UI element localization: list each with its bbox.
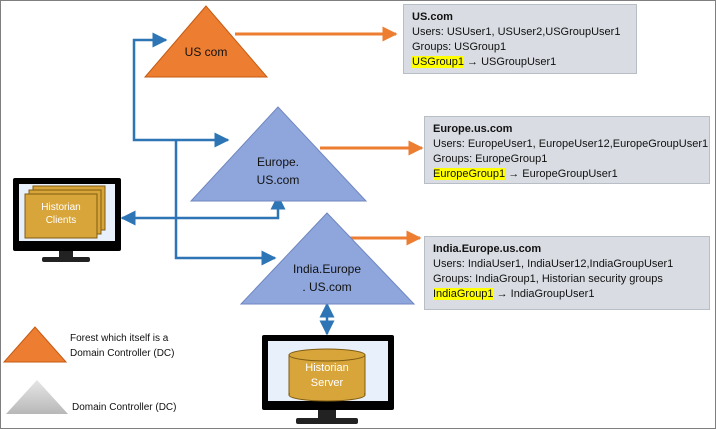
india-dc-node: India.Europe . US.com xyxy=(239,212,416,305)
mapping-arrow-icon: → xyxy=(496,288,508,300)
india-box-mapping: IndiaGroup1 → IndiaGroupUser1 xyxy=(433,287,701,302)
us-box-title: US.com xyxy=(412,11,453,23)
monitor-stand xyxy=(296,418,358,424)
mapping-arrow-icon: → xyxy=(467,56,479,68)
forest-triangle-icon xyxy=(143,5,269,78)
info-connectors xyxy=(235,26,424,246)
legend-forest-line2: Domain Controller (DC) xyxy=(70,348,174,359)
stacked-windows-icon xyxy=(24,193,98,239)
monitor-stand xyxy=(42,257,90,262)
legend-dc-icon xyxy=(6,380,68,414)
legend-forest-icon xyxy=(2,326,68,363)
domain-controller-triangle-icon xyxy=(239,212,416,305)
clients-label-line1: Historian xyxy=(41,202,80,213)
legend: Forest which itself is a Domain Controll… xyxy=(2,326,176,414)
us-group-user: USGroupUser1 xyxy=(481,56,557,68)
europe-box-mapping: EuropeGroup1 → EuropeGroupUser1 xyxy=(433,167,701,182)
server-label-line1: Historian xyxy=(305,362,348,374)
europe-label-line1: Europe. xyxy=(257,155,299,169)
us-com-label: US com xyxy=(185,45,228,59)
india-info-box: India.Europe.us.com Users: IndiaUser1, I… xyxy=(424,236,710,310)
europe-box-groups: Groups: EuropeGroup1 xyxy=(433,153,548,165)
europe-group-highlight: EuropeGroup1 xyxy=(433,168,506,180)
europe-dc-node: Europe. US.com xyxy=(189,106,368,202)
database-icon xyxy=(288,348,366,362)
india-label-line1: India.Europe xyxy=(293,262,361,276)
domain-controller-triangle-icon xyxy=(189,106,368,202)
europe-group-user: EuropeGroupUser1 xyxy=(522,168,618,180)
us-box-groups: Groups: USGroup1 xyxy=(412,41,507,53)
europe-info-box: Europe.us.com Users: EuropeUser1, Europe… xyxy=(424,116,710,184)
india-box-groups: Groups: IndiaGroup1, Historian security … xyxy=(433,273,663,285)
europe-label-line2: US.com xyxy=(257,173,300,187)
us-box-users: Users: USUser1, USUser2,USGroupUser1 xyxy=(412,26,621,38)
us-box-mapping: USGroup1 → USGroupUser1 xyxy=(412,55,628,70)
historian-server-monitor: Historian Server xyxy=(262,335,394,424)
us-info-box: US.com Users: USUser1, USUser2,USGroupUs… xyxy=(403,4,637,74)
us-com-forest-node: US com xyxy=(143,5,269,78)
server-label-line2: Server xyxy=(311,377,344,389)
connector-europe-to-india xyxy=(174,140,277,266)
legend-forest-line1: Forest which itself is a xyxy=(70,333,169,344)
india-box-users: Users: IndiaUser1, IndiaUser12,IndiaGrou… xyxy=(433,258,674,270)
europe-box-users: Users: EuropeUser1, EuropeUser12,EuropeG… xyxy=(433,138,709,150)
us-group-highlight: USGroup1 xyxy=(412,56,464,68)
india-label-line2: . US.com xyxy=(302,280,351,294)
historian-clients-monitor: Historian Clients xyxy=(13,178,121,262)
europe-box-title: Europe.us.com xyxy=(433,123,513,135)
legend-dc-label: Domain Controller (DC) xyxy=(72,402,176,413)
connector-lines xyxy=(120,32,335,336)
connector-clients-to-europe xyxy=(120,194,286,226)
mapping-arrow-icon: → xyxy=(508,168,520,180)
clients-label-line2: Clients xyxy=(46,215,77,226)
india-group-user: IndiaGroupUser1 xyxy=(510,288,595,300)
india-group-highlight: IndiaGroup1 xyxy=(433,288,494,300)
india-box-title: India.Europe.us.com xyxy=(433,243,542,255)
connector-us-to-europe xyxy=(132,32,230,148)
